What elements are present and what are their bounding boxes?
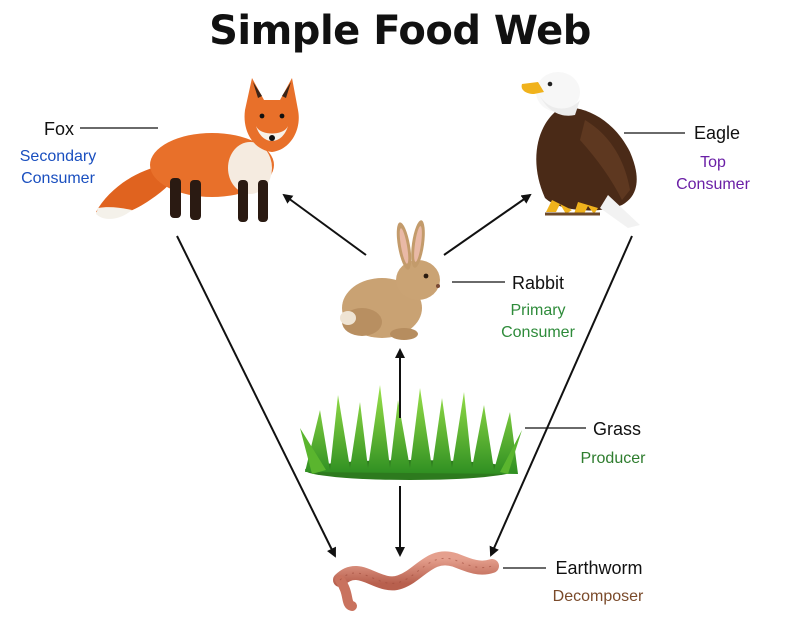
eagle-name: Eagle xyxy=(693,123,741,143)
arrow-rabbit-to-eagle xyxy=(443,193,532,256)
fox-role-line1: Secondary xyxy=(19,148,97,165)
eagle-role-line2: Consumer xyxy=(676,176,750,193)
rabbit-role-line2: Consumer xyxy=(501,324,575,341)
fox-name: Fox xyxy=(44,119,75,139)
grass-role: Producer xyxy=(568,448,658,470)
arrow-fox-to-earthworm xyxy=(176,235,336,558)
grass-label: Grass xyxy=(582,418,652,440)
earthworm-name: Earthworm xyxy=(555,558,643,578)
earthworm-role: Decomposer xyxy=(538,586,658,608)
grass-name: Grass xyxy=(592,419,641,439)
arrow-rabbit-to-fox xyxy=(282,193,367,256)
energy-flow-arrows xyxy=(176,193,633,558)
eagle-label: Eagle xyxy=(682,122,752,144)
rabbit-role-line1: Primary xyxy=(510,302,566,319)
earthworm-icon xyxy=(333,551,499,611)
fox-icon xyxy=(96,78,299,222)
eagle-icon xyxy=(521,72,640,228)
fox-role-line2: Consumer xyxy=(21,170,95,187)
eagle-role-line1: Top xyxy=(700,154,726,171)
fox-role: Secondary Consumer xyxy=(8,146,108,190)
eagle-role: Top Consumer xyxy=(668,152,758,196)
rabbit-label: Rabbit xyxy=(503,272,573,294)
grass-role-line1: Producer xyxy=(580,450,646,467)
earthworm-role-line1: Decomposer xyxy=(552,588,644,605)
rabbit-icon xyxy=(340,220,440,340)
fox-label: Fox xyxy=(18,118,98,140)
rabbit-role: Primary Consumer xyxy=(488,300,588,344)
rabbit-name: Rabbit xyxy=(511,273,565,293)
label-leader-lines xyxy=(80,127,685,569)
earthworm-label: Earthworm xyxy=(544,557,654,579)
arrow-eagle-to-earthworm xyxy=(489,235,633,557)
page-title: Simple Food Web xyxy=(209,8,591,54)
grass-icon xyxy=(300,385,522,480)
